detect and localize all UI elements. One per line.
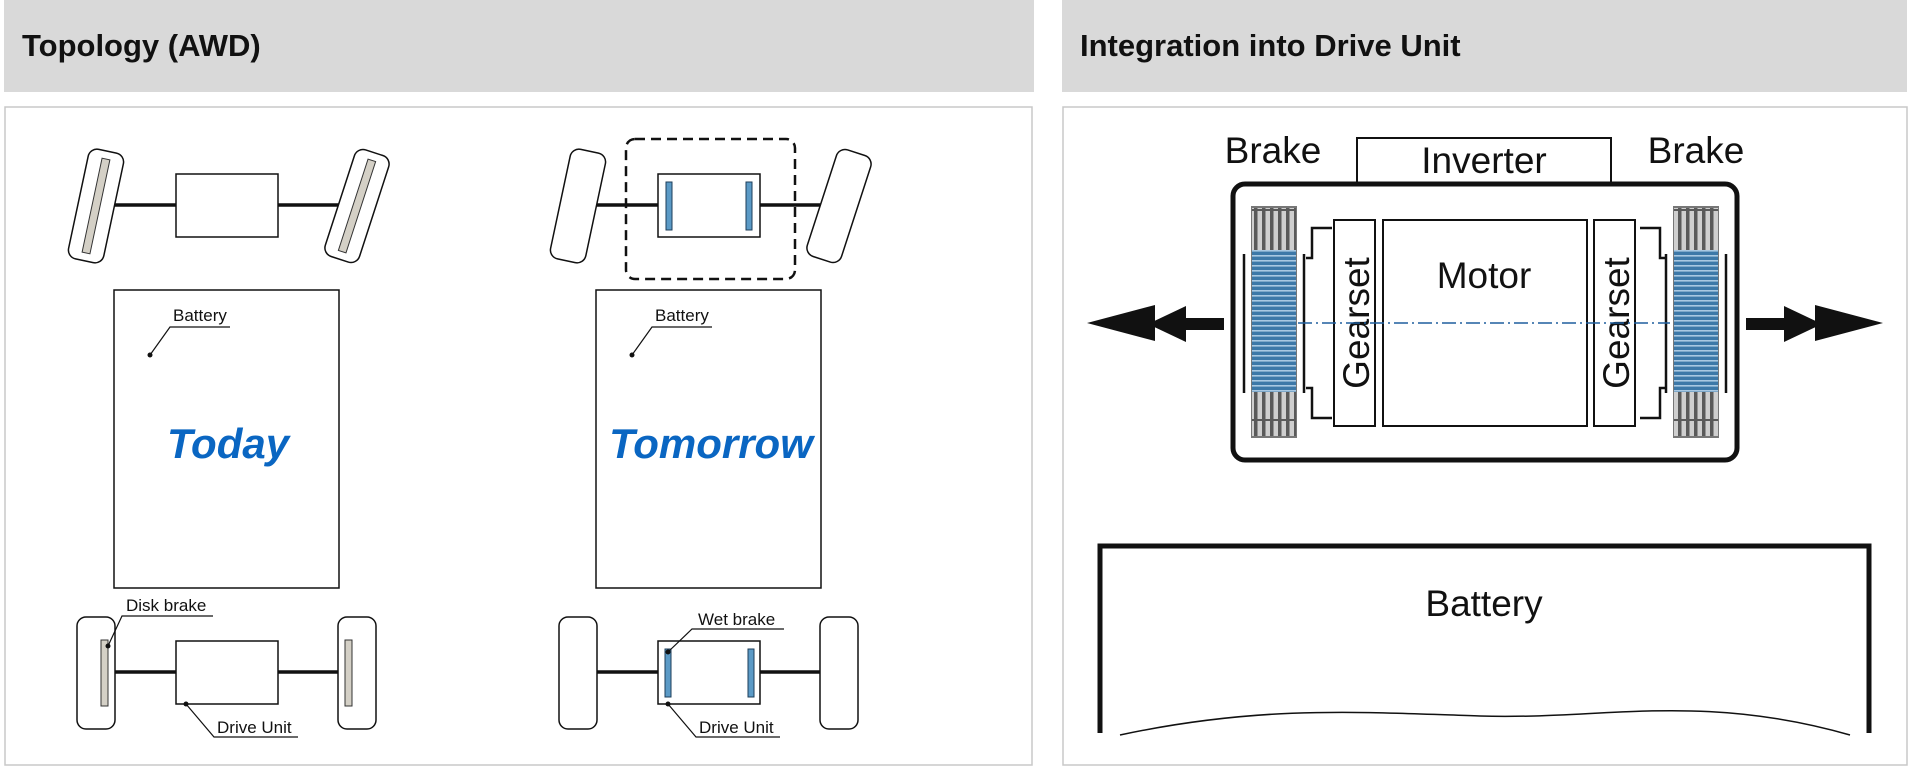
wet-brake-label: Wet brake	[698, 610, 775, 629]
wet-brake-icon	[747, 648, 755, 698]
today-drive-unit-label: Drive Unit	[217, 718, 292, 737]
disk-brake-icon	[337, 158, 377, 254]
inverter-label: Inverter	[1421, 140, 1546, 181]
tomorrow-rear-left-wheel	[558, 616, 598, 730]
right-brake-label: Brake	[1648, 130, 1745, 171]
topology-header-title: Topology (AWD)	[22, 28, 261, 63]
wet-brake-icon	[745, 181, 753, 231]
disk-brake-icon	[344, 639, 353, 707]
left-brake-pack	[1242, 206, 1306, 438]
today-rear-left-wheel	[76, 616, 116, 730]
tomorrow-front-right-wheel	[806, 148, 872, 264]
tomorrow-front-drive-unit	[657, 173, 761, 238]
battery-outline	[1097, 543, 1872, 733]
disk-brake-label: Disk brake	[126, 596, 206, 615]
topology-header: Topology (AWD)	[4, 0, 1034, 92]
right-output-arrow-icon	[1746, 305, 1883, 342]
today-vehicle: Battery Today Disk brake Drive Unit	[67, 148, 390, 738]
tomorrow-battery	[595, 289, 822, 589]
tomorrow-drive-unit-label: Drive Unit	[699, 718, 774, 737]
today-front-right-wheel	[324, 148, 390, 264]
integration-highlight-box	[624, 137, 797, 281]
battery-break-line	[1119, 709, 1851, 736]
today-rear-drive-unit	[175, 640, 279, 705]
motor-label: Motor	[1437, 255, 1532, 296]
integration-header-title: Integration into Drive Unit	[1080, 28, 1461, 63]
today-battery-label: Battery	[173, 306, 227, 325]
left-brake-label: Brake	[1225, 130, 1322, 171]
disk-brake-icon	[100, 639, 109, 707]
integration-battery-label: Battery	[1425, 583, 1543, 624]
left-output-arrow-icon	[1087, 305, 1224, 342]
tomorrow-battery-label: Battery	[655, 306, 709, 325]
today-front-left-wheel	[67, 148, 125, 264]
integration-header: Integration into Drive Unit	[1062, 0, 1907, 92]
today-battery	[113, 289, 340, 589]
tomorrow-rear-drive-unit	[657, 640, 761, 705]
today-front-drive-unit	[175, 173, 279, 238]
today-title: Today	[167, 420, 292, 467]
wet-brake-icon	[665, 181, 673, 231]
tomorrow-rear-right-wheel	[819, 616, 859, 730]
disk-brake-icon	[81, 157, 111, 255]
wet-brake-icon	[664, 648, 672, 698]
tomorrow-title: Tomorrow	[609, 420, 815, 467]
drive-unit-diagram: Inverter Brake Brake Gearset	[1087, 130, 1883, 736]
today-rear-right-wheel	[337, 616, 377, 730]
tomorrow-vehicle: Battery Tomorrow Wet brake Drive Unit	[549, 137, 872, 738]
right-brake-pack	[1664, 206, 1728, 438]
tomorrow-front-left-wheel	[549, 148, 607, 264]
